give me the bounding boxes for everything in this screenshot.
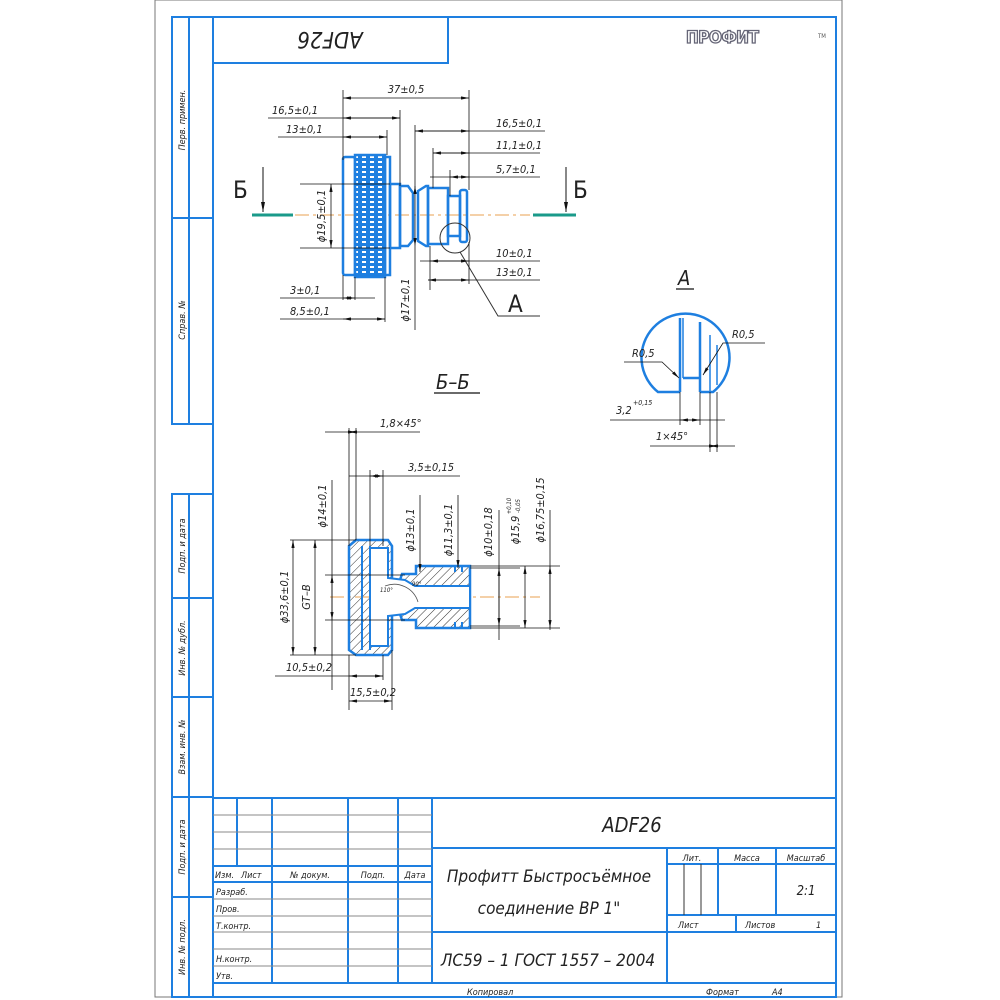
dim-right-2: 11,1±0,1 <box>496 139 542 152</box>
logo-text: ПРОФИТ <box>686 28 759 48</box>
sheets-value: 1 <box>816 921 821 931</box>
side-label-podp2: Подп. и дата <box>178 819 188 874</box>
col-list: Лист <box>240 871 262 881</box>
format-label: Формат <box>706 988 739 998</box>
row-nkontr: Н.контр. <box>216 955 252 965</box>
detail-groove: 3,2 <box>616 404 632 417</box>
col-doc: № докум. <box>289 871 330 881</box>
sheets-label: Листов <box>744 921 775 931</box>
section-dia-10: ϕ10±0,18 <box>482 507 495 556</box>
scale-value: 2:1 <box>797 884 816 899</box>
brand-logo: ПРОФИТ TM <box>685 27 826 48</box>
material: ЛС59 – 1 ГОСТ 1557 – 2004 <box>440 951 655 971</box>
detail-chamfer: 1×45° <box>656 430 688 443</box>
section-letter-left: Б <box>233 176 248 204</box>
dim-right-3: 5,7±0,1 <box>496 163 536 176</box>
part-name-line1: Профитт Быстросъёмное <box>447 867 651 887</box>
dim-dia-1: ϕ19,5±0,1 <box>315 190 328 243</box>
side-label-podp1: Подп. и дата <box>178 518 188 573</box>
side-label-inv-dubl: Инв. № дубл. <box>178 620 188 675</box>
section-len-2: 15,5±0,2 <box>350 686 396 699</box>
section-title: Б–Б <box>436 370 470 394</box>
lit-label: Лит. <box>682 854 702 864</box>
side-label-sprav: Справ. № <box>178 300 188 340</box>
section-dia-113: ϕ11,3±0,1 <box>442 504 455 557</box>
side-stamp-top: Перв. примен. Справ. № <box>171 16 214 425</box>
logo-tm: TM <box>817 33 826 40</box>
col-podp: Подп. <box>361 871 386 881</box>
dim-bottom-1: 3±0,1 <box>290 284 320 297</box>
row-razrab: Разраб. <box>216 888 248 898</box>
section-dia-159: ϕ15,9 <box>509 516 522 545</box>
dim-left-1: 16,5±0,1 <box>272 104 318 117</box>
detail-groove-tol: +0,15 <box>633 399 652 407</box>
detail-letter: А <box>508 290 523 318</box>
section-dim-1: 3,5±0,15 <box>408 461 454 474</box>
section-dia-14: ϕ14±0,1 <box>316 484 329 527</box>
detail-view: А R0,5 R0,5 3,2 +0,15 1×45° <box>610 266 765 452</box>
side-label-vzam: Взам. инв. № <box>178 719 188 775</box>
sheet-label: Лист <box>677 921 699 931</box>
detail-radius-left: R0,5 <box>632 347 655 360</box>
dim-right-4: 10±0,1 <box>496 247 533 260</box>
mirrored-code-box: ADF26 <box>212 16 449 64</box>
side-label-perv: Перв. примен. <box>178 90 188 151</box>
title-block: Изм. Лист № докум. Подп. Дата Разраб. Пр… <box>213 797 836 998</box>
part-name-line2: соединение ВР 1" <box>478 899 621 919</box>
designation: ADF26 <box>601 813 661 837</box>
side-label-inv-podl: Инв. № подл. <box>178 919 188 975</box>
dim-right-5: 13±0,1 <box>496 266 533 279</box>
detail-title: А <box>677 266 690 290</box>
dim-dia-2: ϕ17±0,1 <box>399 278 412 321</box>
section-dia-1675: ϕ16,75±0,15 <box>534 477 547 542</box>
copied-label: Копировал <box>467 988 513 998</box>
section-len-1: 10,5±0,2 <box>286 661 332 674</box>
main-view: Б Б А <box>233 83 588 330</box>
section-thread: GT–B <box>300 584 313 610</box>
dim-left-2: 13±0,1 <box>286 123 323 136</box>
detail-radius-right: R0,5 <box>732 328 755 341</box>
dim-right-1: 16,5±0,1 <box>496 117 542 130</box>
row-prov: Пров. <box>216 905 240 915</box>
section-angle-2: 90° <box>412 581 422 588</box>
row-tkontr: Т.контр. <box>216 922 251 932</box>
dim-bottom-2: 8,5±0,1 <box>290 305 330 318</box>
format-value: A4 <box>771 988 783 998</box>
dim-overall: 37±0,5 <box>388 83 425 96</box>
section-angle-1: 110° <box>380 587 393 594</box>
mass-label: Масса <box>734 854 760 864</box>
section-dia-159-lower: -0,05 <box>515 498 522 513</box>
mirrored-part-code: ADF26 <box>297 26 364 51</box>
section-dia-336: ϕ33,6±0,1 <box>278 571 291 624</box>
col-date: Дата <box>404 871 426 881</box>
section-dia-13: ϕ13±0,1 <box>404 508 417 551</box>
section-dia-159-upper: +0,10 <box>506 497 513 514</box>
row-utv: Утв. <box>216 972 233 982</box>
col-izm: Изм. <box>215 871 234 881</box>
section-letter-right: Б <box>573 176 588 204</box>
scale-label: Масштаб <box>787 854 825 864</box>
section-chamfer: 1,8×45° <box>380 417 422 430</box>
detail-circle <box>439 222 471 254</box>
side-stamp-bottom: Подп. и дата Инв. № дубл. Взам. инв. № П… <box>171 493 214 998</box>
section-view: Б–Б 110° 90° <box>275 370 560 710</box>
